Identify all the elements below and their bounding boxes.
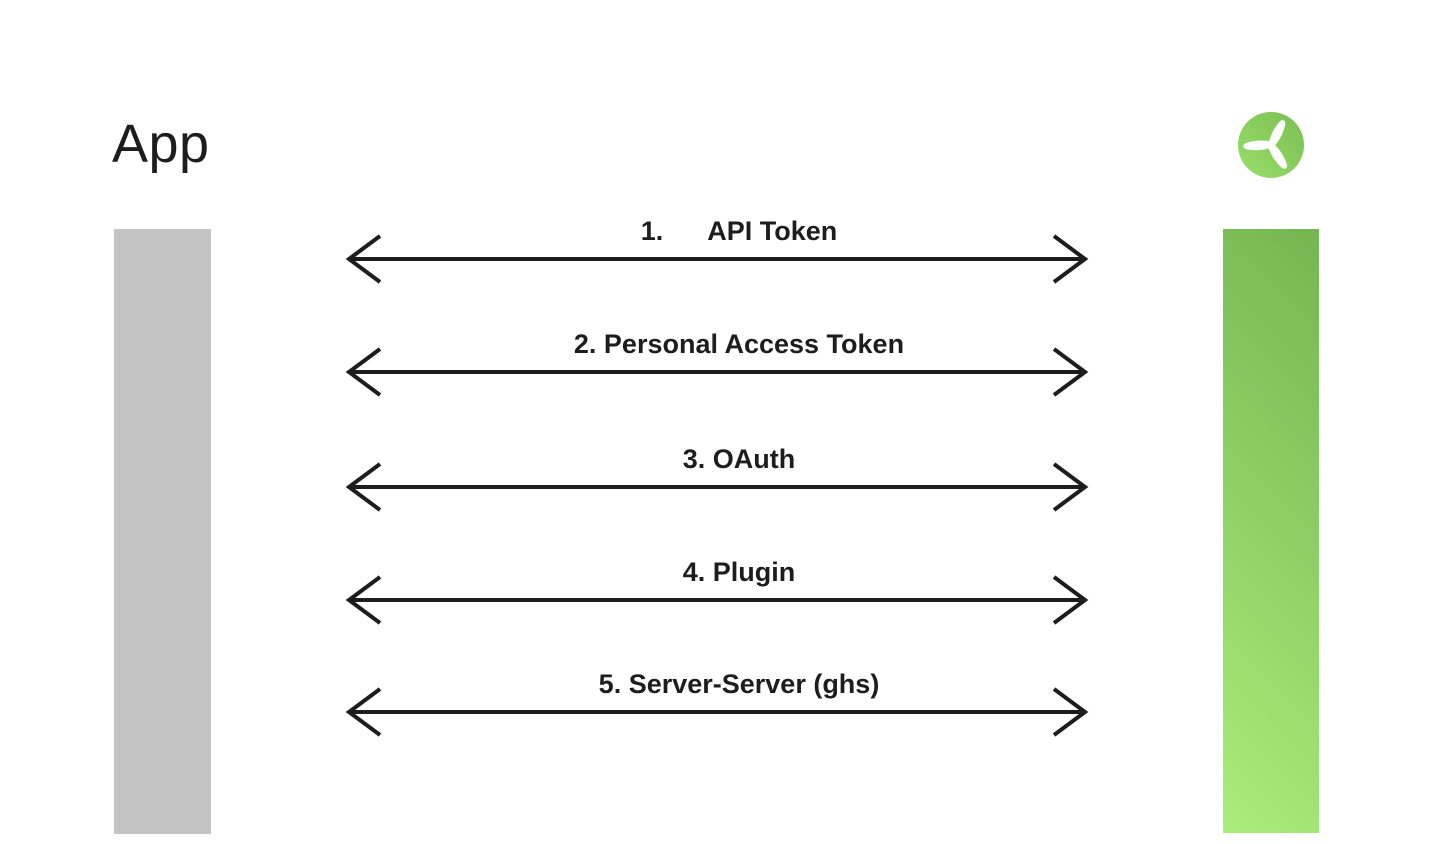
app-title: App [112, 114, 210, 174]
bidirectional-arrow-icon [345, 234, 1089, 284]
bidirectional-arrow-icon [345, 462, 1089, 512]
connection-label: 4. Plugin [682, 557, 796, 587]
bidirectional-arrow-icon [345, 687, 1089, 737]
connection-row: 1. API Token [343, 216, 1091, 288]
connection-label: 3. OAuth [682, 444, 796, 474]
app-column-bar [114, 229, 211, 834]
connection-label: 2. Personal Access Token [573, 329, 905, 359]
connection-row: 2. Personal Access Token [343, 329, 1091, 401]
connection-label: 5. Server-Server (ghs) [598, 669, 880, 699]
connection-row: 5. Server-Server (ghs) [343, 669, 1091, 741]
connection-row: 4. Plugin [343, 557, 1091, 629]
connection-label: 1. API Token [640, 216, 838, 246]
bidirectional-arrow-icon [345, 347, 1089, 397]
bidirectional-arrow-icon [345, 575, 1089, 625]
propeller-logo-icon [1238, 112, 1304, 178]
connection-row: 3. OAuth [343, 444, 1091, 516]
service-column-bar [1223, 229, 1319, 833]
